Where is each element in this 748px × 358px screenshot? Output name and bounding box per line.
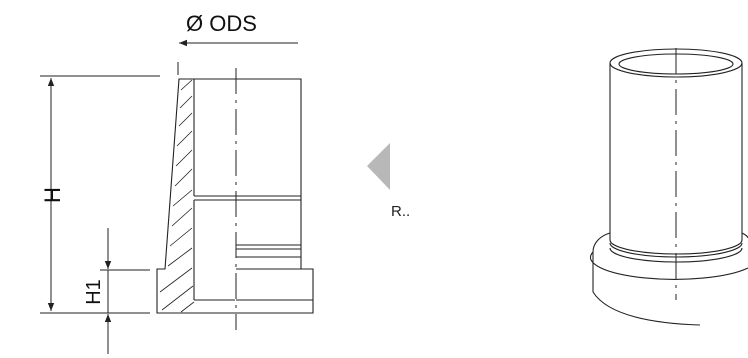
section-view [156,78,314,314]
diameter-dimension: Ø ODS [177,11,298,75]
section-hatching [159,79,195,313]
view-arrow-icon [367,143,390,190]
base-height-label: H1 [83,279,105,305]
base-height-dimension: H1 [83,228,150,354]
view-reference-label: R.. [391,203,411,220]
isometric-view [589,48,748,326]
diameter-label: Ø ODS [186,11,257,36]
height-dimension: H [40,75,160,314]
height-label: H [40,187,65,203]
section-outline [156,78,314,314]
